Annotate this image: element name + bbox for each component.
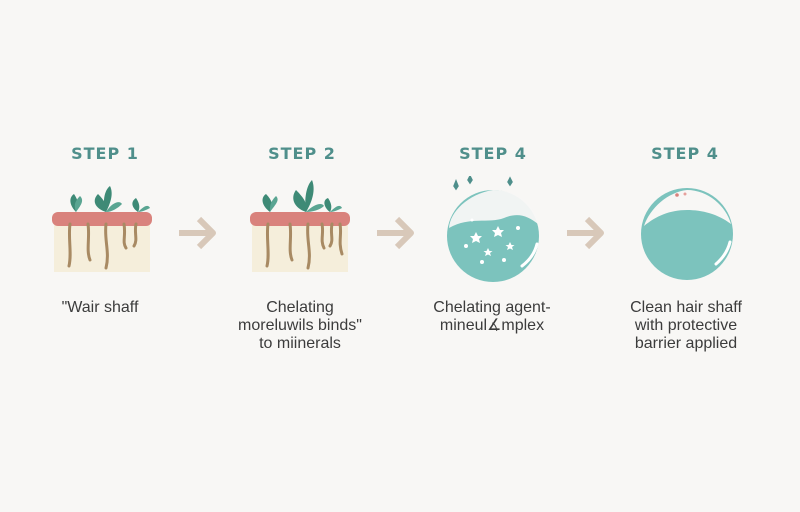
arrow-right-icon — [567, 216, 604, 250]
roots — [265, 222, 344, 270]
caption-line: to miinerals — [259, 335, 341, 352]
caption-line: mineul∡mplex — [439, 317, 545, 334]
step-2-caption: Chelating moreluwils binds" to miinerals — [210, 299, 390, 353]
step-3-caption: Chelating agent- mineul∡mplex — [402, 299, 582, 335]
caption-line: barrier applied — [634, 335, 738, 352]
arrow-right-icon — [179, 216, 216, 250]
step-4-title: STEP 4 — [651, 144, 719, 163]
caption-line: with protective — [634, 317, 738, 334]
chelate-complex-illustration — [447, 176, 539, 282]
skin-surface — [52, 212, 152, 226]
shine — [714, 240, 732, 266]
skin-surface — [250, 212, 350, 226]
barrier-dot — [675, 193, 679, 197]
hair-shaft-illustration-1 — [52, 186, 152, 272]
step-2-title: STEP 2 — [268, 144, 336, 163]
caption-line: moreluwils binds" — [238, 317, 362, 334]
caption-line: "Wair shaff — [61, 299, 139, 316]
roots — [67, 222, 138, 270]
mineral-particles — [464, 218, 520, 264]
barrier-dot — [683, 192, 687, 196]
caption-line: Chelating agent- — [433, 299, 551, 316]
plant-leaves — [70, 186, 150, 212]
mineral-sparks — [453, 176, 513, 191]
step-4-caption: Clean hair shaff with protective barrier… — [596, 299, 776, 353]
hair-shaft-illustration-2 — [250, 180, 350, 272]
step-1-caption: "Wair shaff — [10, 299, 190, 317]
caption-line: Clean hair shaff — [630, 299, 742, 316]
protective-barrier — [644, 190, 731, 226]
step-3-title: STEP 4 — [459, 144, 527, 163]
circle-highlight — [449, 190, 538, 228]
shine — [520, 242, 539, 268]
step-1-title: STEP 1 — [71, 144, 139, 163]
arrow-right-icon — [377, 216, 414, 250]
plant-leaves — [262, 180, 342, 212]
clean-hair-shaft-illustration — [641, 188, 733, 280]
caption-line: Chelating — [266, 299, 334, 316]
